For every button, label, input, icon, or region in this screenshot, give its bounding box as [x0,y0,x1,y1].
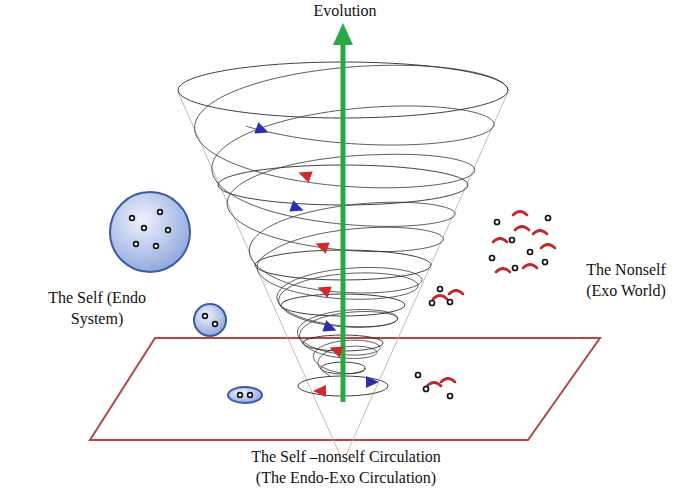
cell-dot [213,322,218,327]
nonself-fragment [496,269,510,273]
nonself-dot [513,266,518,271]
spiral-line [195,65,508,373]
nonself-fragment [533,231,547,235]
spiral-line [212,106,494,376]
nonself-fragment [541,245,555,249]
cell-dot [154,244,159,249]
cell-dot [203,314,208,319]
cell-dot [142,226,147,231]
direction-triangle [315,282,331,298]
nonself-fragment [493,239,507,243]
nonself-dot [448,300,453,305]
nonself-dot [424,387,429,392]
nonself-fragment [449,291,463,295]
spiral-curves [195,65,508,376]
nonself-dot [546,216,551,221]
nonself-dot [528,250,533,255]
cell-membrane [228,387,262,403]
cone-side [346,92,508,455]
direction-triangle [313,385,326,397]
direction-triangles [254,122,379,397]
cell-membrane [110,192,190,272]
nonself-fragment [441,379,455,383]
circulation-label: The Self –nonself Circulation (The Endo-… [250,447,442,489]
nonself-dot [448,394,453,399]
self-cell [194,304,226,336]
direction-triangle [322,320,338,336]
nonself-fragment [433,296,447,300]
nonself-fragment [515,227,529,231]
evolution-label: Evolution [313,1,376,22]
direction-triangle [296,167,312,183]
direction-triangle [289,200,305,216]
nonself-dot [416,373,421,378]
nonself-label: The Nonself (Exo World) [585,260,667,302]
direction-triangle [313,238,329,254]
nonself-dot [438,287,443,292]
cell-dot [248,393,253,398]
cell-dot [166,228,171,233]
cell-dot [158,210,163,215]
cell-dot [130,216,135,221]
arrow-head [333,23,353,45]
cell-membrane [194,304,226,336]
nonself-fragment [523,265,537,269]
self-cell [228,387,262,403]
nonself-fragment [427,383,441,387]
direction-triangle [366,376,379,388]
cell-dot [238,393,243,398]
nonself-dot [510,238,515,243]
self-cell [110,192,190,272]
evolution-arrow [333,23,353,402]
direction-triangle [327,342,343,358]
nonself-particles [416,212,556,399]
nonself-dot [490,256,495,261]
nonself-dot [495,220,500,225]
nonself-dot [543,260,548,265]
nonself-dot [430,301,435,306]
direction-triangle [254,122,270,138]
self-label: The Self (Endo System) [48,288,146,330]
cell-dot [134,242,139,247]
nonself-fragment [513,212,527,216]
